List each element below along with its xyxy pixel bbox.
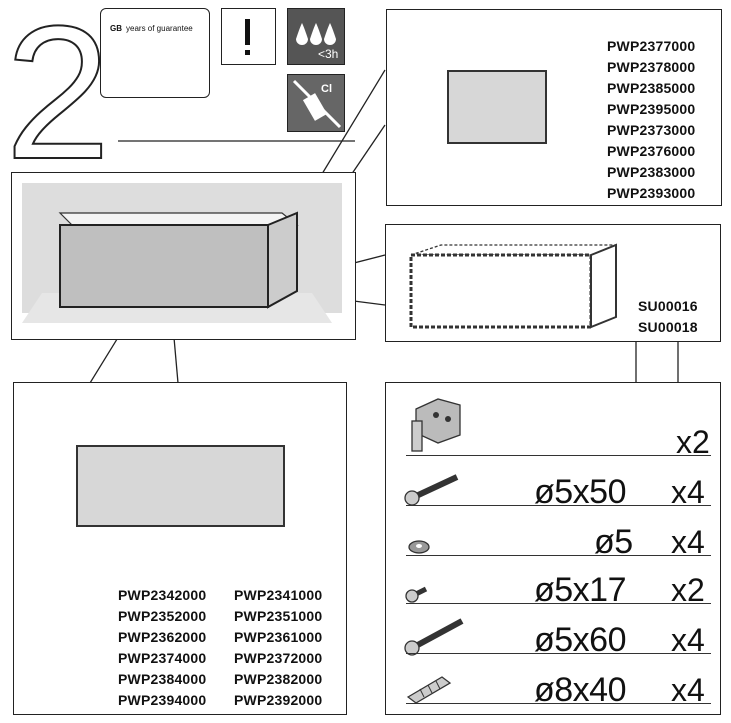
guarantee-card: GB years of guarantee <box>100 8 210 98</box>
front-panel-box: PWP2342000 PWP2352000 PWP2362000 PWP2374… <box>13 382 347 715</box>
end-panel-code: PWP2383000 <box>607 164 696 180</box>
support-code-list: SU00016 SU00018 <box>638 296 698 338</box>
end-panel-box: PWP2377000 PWP2378000 PWP2385000 PWP2395… <box>386 9 722 206</box>
hardware-size: ø8x40 <box>534 671 627 709</box>
row-divider <box>406 555 711 556</box>
hardware-qty: x4 <box>671 474 705 510</box>
end-panel-code: PWP2393000 <box>607 185 696 201</box>
hardware-qty: x2 <box>676 424 710 460</box>
guarantee-years-outline: 2 <box>5 0 111 199</box>
end-panel-code: PWP2378000 <box>607 59 696 75</box>
row-divider <box>406 653 711 654</box>
long-screw-icon <box>404 618 464 656</box>
end-panel-code: PWP2377000 <box>607 38 696 54</box>
end-panel-image <box>447 70 547 144</box>
exclamation-warning-icon <box>221 8 276 65</box>
drying-time-label: <3h <box>318 47 339 61</box>
end-panel-code: PWP2373000 <box>607 122 696 138</box>
front-panel-codes-left: PWP2342000 PWP2352000 PWP2362000 PWP2374… <box>118 585 206 711</box>
wall-plug-icon <box>406 676 452 704</box>
chlorine-label: Cl <box>321 83 332 95</box>
support-frame-image <box>409 243 617 329</box>
front-panel-code: PWP2361000 <box>234 629 323 645</box>
front-panel-code: PWP2362000 <box>118 629 207 645</box>
hardware-size: ø5 <box>594 523 633 561</box>
hardware-qty: x4 <box>671 524 705 560</box>
front-panel-code: PWP2394000 <box>118 692 207 708</box>
end-panel-code: PWP2376000 <box>607 143 696 159</box>
front-panel-code: PWP2392000 <box>234 692 323 708</box>
drying-time-icon: <3h <box>287 8 345 65</box>
row-divider <box>406 603 711 604</box>
front-panel-code: PWP2351000 <box>234 608 323 624</box>
front-panel-code: PWP2372000 <box>234 650 323 666</box>
front-panel-code: PWP2384000 <box>118 671 207 687</box>
row-divider <box>406 455 711 456</box>
hardware-size: ø5x50 <box>534 473 627 511</box>
hardware-qty: x2 <box>671 572 705 608</box>
front-panel-code: PWP2374000 <box>118 650 207 666</box>
front-panel-code: PWP2342000 <box>118 587 207 603</box>
row-divider <box>406 703 711 704</box>
support-code: SU00016 <box>638 298 698 314</box>
washer-icon <box>408 540 430 554</box>
no-chlorine-cleaner-icon: Cl <box>287 74 345 132</box>
row-divider <box>406 505 711 506</box>
guarantee-text: years of guarantee <box>126 24 193 33</box>
support-code: SU00018 <box>638 319 698 335</box>
bath-scene <box>11 172 356 340</box>
hardware-qty: x4 <box>671 622 705 658</box>
front-panel-code: PWP2352000 <box>118 608 207 624</box>
front-panel-code: PWP2341000 <box>234 587 323 603</box>
front-panel-image <box>76 445 285 527</box>
hardware-qty: x4 <box>671 672 705 708</box>
bracket-icon <box>411 398 461 452</box>
short-screw-icon <box>405 586 428 603</box>
hardware-box: x2 ø5x50 x4 ø5 x4 ø5x17 x2 ø5x60 x4 ø8x4… <box>385 382 721 715</box>
end-panel-code: PWP2385000 <box>607 80 696 96</box>
guarantee-country: GB <box>110 24 122 33</box>
end-panel-code-list: PWP2377000 PWP2378000 PWP2385000 PWP2395… <box>607 36 695 204</box>
end-panel-code: PWP2395000 <box>607 101 696 117</box>
hardware-size: ø5x17 <box>534 571 627 609</box>
hardware-size: ø5x60 <box>534 621 627 659</box>
front-panel-code: PWP2382000 <box>234 671 323 687</box>
screw-icon <box>404 474 459 506</box>
support-box: SU00016 SU00018 <box>385 224 721 342</box>
front-panel-codes-right: PWP2341000 PWP2351000 PWP2361000 PWP2372… <box>234 585 322 711</box>
